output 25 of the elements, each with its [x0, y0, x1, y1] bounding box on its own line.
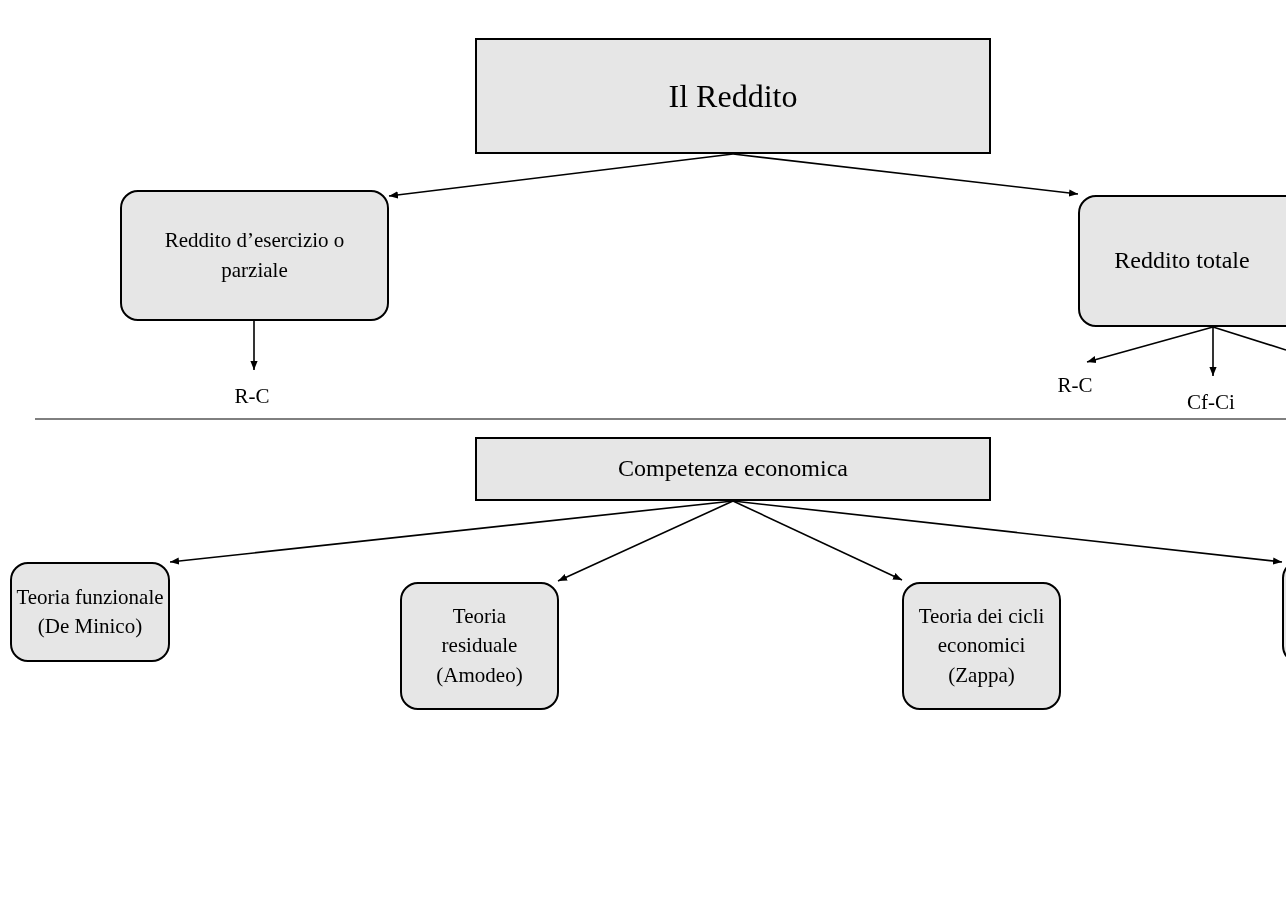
box-text: Il Reddito — [668, 76, 798, 116]
box-text: Competenza economica — [618, 454, 848, 484]
box-text: Teoria residuale (Amodeo) — [435, 602, 524, 689]
title-box — [475, 38, 991, 154]
formula-label: R-C — [222, 384, 282, 410]
arrow — [1209, 326, 1217, 377]
formula-label: R-C — [1045, 373, 1105, 399]
arrow — [732, 153, 1079, 197]
title-box — [475, 437, 991, 501]
connector-line — [1212, 326, 1286, 351]
concept-box — [902, 582, 1061, 710]
concept-box — [10, 562, 170, 662]
box-text: Reddito totale — [1114, 246, 1250, 276]
arrow — [250, 320, 258, 371]
concept-box — [120, 190, 389, 321]
arrow — [1086, 326, 1214, 364]
box-text: Teoria dei cicli economici (Zappa) — [917, 602, 1046, 689]
formula-label: Cf-Ci — [1176, 390, 1246, 416]
arrow — [388, 153, 734, 199]
arrow — [732, 500, 903, 581]
box-text: Teoria funzionale (De Minico) — [15, 583, 165, 640]
concept-box — [1078, 195, 1286, 327]
box-text: Reddito d’esercizio o parziale — [163, 227, 346, 284]
concept-box — [400, 582, 559, 710]
arrow — [557, 500, 734, 582]
